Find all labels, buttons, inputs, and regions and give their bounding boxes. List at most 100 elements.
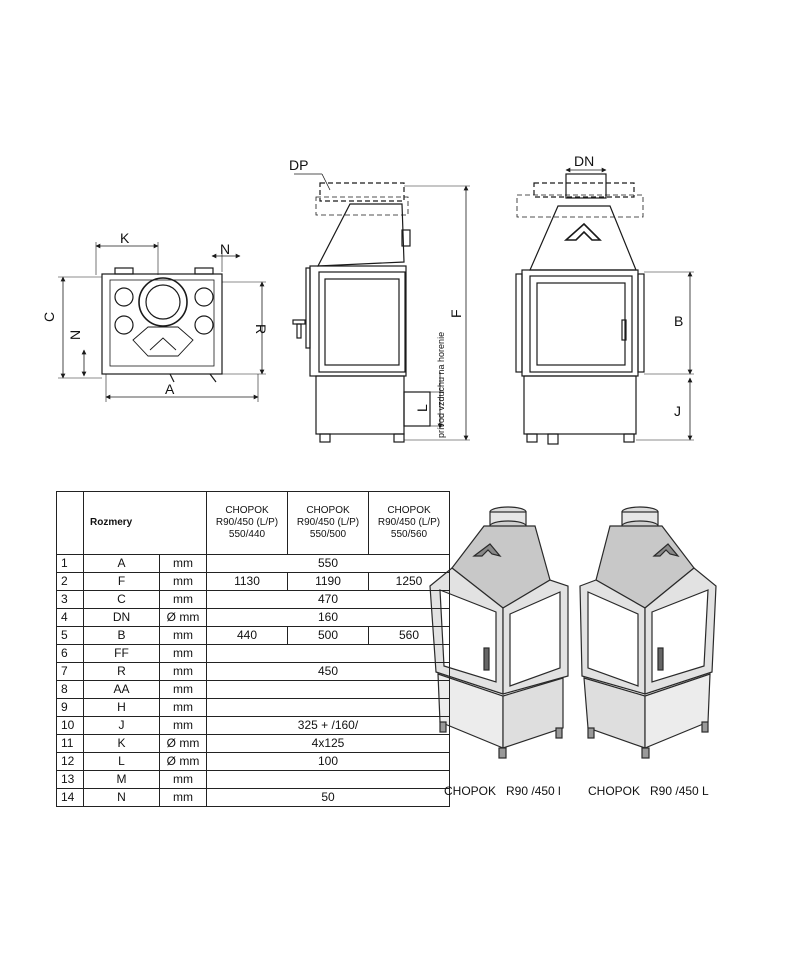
row-parameter: A	[83, 554, 160, 573]
collar	[194, 267, 214, 275]
front-door	[529, 275, 633, 373]
dn-collar	[565, 173, 607, 199]
row-value: 50	[206, 788, 450, 807]
label-b: B	[674, 313, 683, 329]
row-number: 1	[56, 554, 84, 573]
row-number: 7	[56, 662, 84, 681]
side-handle	[292, 319, 306, 325]
hood-logo	[652, 543, 680, 558]
row-parameter: H	[83, 698, 160, 717]
row-unit: Ø mm	[159, 608, 207, 627]
caption-right-variant: CHOPOK R90 /450 l	[444, 784, 561, 798]
render-r90-450-left	[579, 506, 717, 759]
row-parameter: R	[83, 662, 160, 681]
label-n-left: N	[67, 330, 83, 340]
front-hood	[529, 205, 637, 271]
row-parameter: C	[83, 590, 160, 609]
row-unit: Ø mm	[159, 752, 207, 771]
front-leg	[547, 433, 559, 445]
side-view: DP F L prívod vzduchu na horenie	[289, 157, 470, 443]
row-value: 100	[206, 752, 450, 771]
row-unit: mm	[159, 590, 207, 609]
hood-logo	[563, 222, 602, 241]
side-leg	[319, 433, 331, 443]
row-value: 470	[206, 590, 450, 609]
label-air-supply: prívod vzduchu na horenie	[436, 332, 446, 438]
top-view: K N C N R A	[41, 230, 269, 402]
plan-firebox	[132, 326, 194, 357]
row-value: 1250	[368, 572, 450, 591]
label-r: R	[253, 324, 269, 334]
air-inlet	[403, 391, 431, 427]
model-header-text: CHOPOK R90/450 (L/P) 550/440	[215, 505, 279, 540]
row-value: 4x125	[206, 734, 450, 753]
model-header-text: CHOPOK R90/450 (L/P) 550/500	[296, 505, 360, 540]
row-parameter: M	[83, 770, 160, 789]
render-r90-450-right	[429, 506, 569, 759]
row-value: 550	[206, 554, 450, 573]
side-hood	[316, 203, 405, 267]
side-glass	[324, 278, 400, 366]
label-j: J	[674, 403, 681, 419]
collar	[114, 267, 134, 275]
label-k: K	[120, 230, 130, 246]
row-unit: mm	[159, 644, 207, 663]
label-f: F	[448, 309, 464, 318]
row-value: 325 + /160/	[206, 716, 450, 735]
table-title: Rozmery	[83, 491, 207, 555]
row-number: 2	[56, 572, 84, 591]
row-unit: Ø mm	[159, 734, 207, 753]
row-unit: mm	[159, 770, 207, 789]
row-unit: mm	[159, 698, 207, 717]
row-number: 6	[56, 644, 84, 663]
row-value: 1130	[206, 572, 288, 591]
row-parameter: DN	[83, 608, 160, 627]
row-value: 450	[206, 662, 450, 681]
row-value	[206, 698, 450, 717]
row-unit: mm	[159, 680, 207, 699]
side-base	[315, 375, 405, 435]
row-parameter: N	[83, 788, 160, 807]
dp-outline	[319, 182, 405, 202]
model-header-text: CHOPOK R90/450 (L/P) 550/560	[377, 505, 441, 540]
label-c: C	[41, 312, 57, 322]
row-number: 10	[56, 716, 84, 735]
label-a: A	[165, 381, 175, 397]
base-right	[502, 677, 564, 749]
row-number: 4	[56, 608, 84, 627]
plan-logo	[149, 337, 177, 351]
row-value: 160	[206, 608, 450, 627]
row-unit: mm	[159, 716, 207, 735]
label-dp: DP	[289, 157, 308, 173]
row-value: 440	[206, 626, 288, 645]
row-parameter: AA	[83, 680, 160, 699]
flue-circle-inner	[145, 284, 181, 320]
row-number: 14	[56, 788, 84, 807]
caption-left-variant: CHOPOK R90 /450 L	[588, 784, 709, 798]
table-header-row: Rozmery CHOPOK R90/450 (L/P) 550/440 CHO…	[56, 491, 450, 555]
front-leg	[623, 433, 635, 443]
row-parameter: L	[83, 752, 160, 771]
plan-inner	[109, 279, 215, 367]
hood-logo	[472, 543, 502, 558]
row-parameter: F	[83, 572, 160, 591]
row-number: 8	[56, 680, 84, 699]
front-handle	[621, 319, 627, 341]
label-n-top: N	[220, 241, 230, 257]
row-unit: mm	[159, 662, 207, 681]
row-value: 1190	[287, 572, 369, 591]
vent-circle	[114, 315, 134, 335]
row-value: 560	[368, 626, 450, 645]
row-number: 5	[56, 626, 84, 645]
model-header: CHOPOK R90/450 (L/P) 550/560	[368, 491, 450, 555]
row-value	[206, 680, 450, 699]
